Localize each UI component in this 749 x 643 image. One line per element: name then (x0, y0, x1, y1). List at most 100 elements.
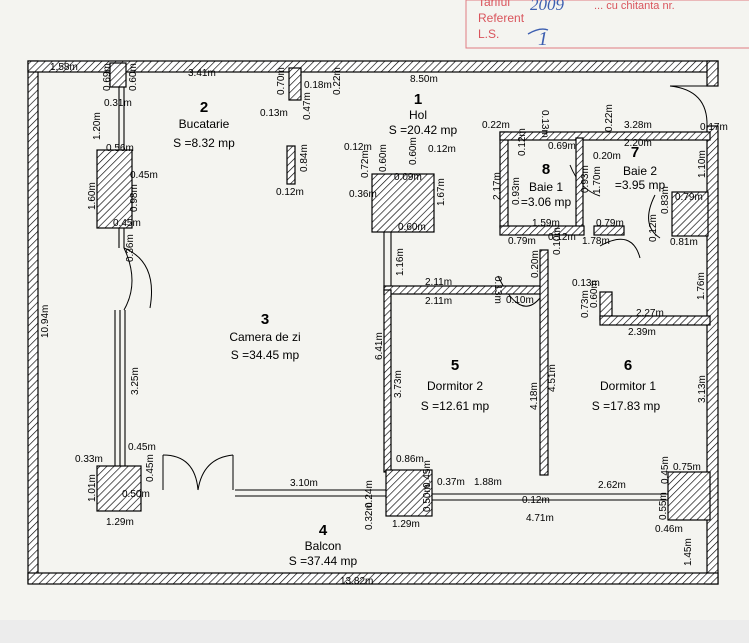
dim-b-1-59: 1.59m (532, 218, 560, 229)
dim-l-4-51: 4.51m (547, 364, 558, 392)
dim-k-0-70: 0.70m (276, 67, 287, 95)
bathrooms-block (499, 131, 711, 326)
dim-lo-13-82: 13.82m (340, 576, 373, 587)
dim-b-1-70: 1.70m (592, 166, 603, 194)
dim-c-0-60: 0.60m (408, 137, 419, 165)
room-5-area: S =12.61 mp (421, 399, 490, 413)
dim-b-2-17: 2.17m (492, 172, 503, 200)
dim-lo-1-29b: 1.29m (392, 519, 420, 530)
bath-top-wall (499, 131, 711, 141)
hall-column (371, 173, 435, 233)
dim-b-0-93b: 0.93m (580, 165, 591, 193)
dim-lo-1-45: 1.45m (683, 538, 694, 566)
official-stamp: Tariful ... cu chitanta nr. Referent L.S… (465, 0, 749, 50)
dim-m-2-39: 2.39m (628, 327, 656, 338)
dim-lo-0-50: 0.50m (122, 489, 150, 500)
dim-lo-0-37: 0.37m (437, 477, 465, 488)
room-3-name: Camera de zi (229, 330, 300, 344)
dim-k-0-47: 0.47m (302, 92, 313, 120)
room-4-area: S =37.44 mp (289, 554, 358, 568)
dim-k-0-98: 0.98m (129, 184, 140, 212)
dim-h-0-12: 0.12m (276, 187, 304, 198)
dim-m-0-13: 0.13m (492, 276, 503, 304)
dim-lo-0-46: 0.46m (655, 524, 683, 535)
dim-m-0-10: 0.10m (506, 295, 534, 306)
dim-c-0-09: 0.09m (394, 172, 422, 183)
stamp-line-ls: L.S. (478, 27, 499, 41)
dim-k-0-60: 0.60m (128, 63, 139, 91)
bath1-bottom (499, 225, 585, 236)
room-3-number: 3 (261, 311, 269, 328)
dim-k-0-69: 0.69m (102, 63, 113, 91)
balcony-rail (235, 469, 711, 521)
dim-lo-0-32: 0.32m (364, 502, 375, 530)
dim-top-3-41: 3.41m (188, 68, 216, 79)
room-2-number: 2 (200, 99, 208, 116)
dim-lo-0-12: 0.12m (522, 495, 550, 506)
dim-k-0-45b: 0.45m (113, 218, 141, 229)
wall-right-top (706, 60, 719, 87)
dim-lo-1-01: 1.01m (87, 474, 98, 502)
dim-m-0-73: 0.73m (580, 290, 591, 318)
wall-bedroom1-top (599, 315, 711, 326)
dim-h-0-84: 0.84m (299, 144, 310, 172)
room-8-number: 8 (542, 161, 550, 178)
dim-b-0-20: 0.20m (593, 151, 621, 162)
dim-lo-0-55: 0.55m (658, 492, 669, 520)
dim-b-0-81: 0.81m (670, 237, 698, 248)
wall-bedroom2-left (383, 289, 392, 473)
dim-b-0-69: 0.69m (548, 141, 576, 152)
room-8-name: Baie 1 (529, 180, 563, 194)
outer-walls (27, 60, 719, 585)
dim-l-10-94: 10.94m (40, 305, 51, 338)
dim-k-1-60: 1.60m (87, 182, 98, 210)
dim-l-3-25: 3.25m (130, 367, 141, 395)
scan-shadow (0, 620, 749, 643)
balcony-column-right (667, 471, 711, 521)
hall-core (371, 173, 549, 476)
dim-b-2-20: 2.20m (624, 138, 652, 149)
dim-m-2-11a: 2.11m (425, 277, 452, 288)
handwritten-stroke (527, 28, 549, 35)
room-7-name: Baie 2 (623, 164, 657, 178)
room-1-name: Hol (409, 108, 427, 122)
dim-l-3-73: 3.73m (393, 370, 404, 398)
dim-k-0-31: 0.31m (104, 98, 132, 109)
dim-c-1-16: 1.16m (395, 248, 406, 276)
dim-l-6-41: 6.41m (374, 332, 385, 360)
bath2-bottom (593, 225, 625, 236)
dim-k-0-56: 0.56m (106, 143, 134, 154)
wall-bedroom2-top (383, 285, 545, 295)
dim-k-0-45: 0.45m (130, 170, 158, 181)
dim-b-0-79: 0.79m (675, 192, 703, 203)
dim-b-1-10: 1.10m (697, 150, 708, 178)
room-labels: 1 Hol S =20.42 mp 2 Bucatarie S =8.32 mp… (173, 91, 665, 568)
room-1-area: S =20.42 mp (389, 123, 458, 137)
kitchen-pillar-top (109, 62, 127, 88)
dim-b-0-12c: 0.12m (548, 232, 576, 243)
room-4-number: 4 (319, 522, 328, 539)
dim-m-0-13b: 0.13m (572, 278, 600, 289)
dim-k-0-18: 0.18m (304, 80, 332, 91)
dim-lo-2-62: 2.62m (598, 480, 626, 491)
stamp-border (465, 0, 749, 49)
stub-top-mid (288, 67, 302, 101)
dim-lo-0-24: 0.24m (364, 480, 375, 508)
dim-lo-4-71: 4.71m (526, 513, 554, 524)
dim-m-0-20: 0.20m (530, 250, 541, 278)
room-7-area: =3.95 mp (615, 178, 666, 192)
room-2-name: Bucatarie (179, 117, 230, 131)
room-1-number: 1 (414, 91, 422, 108)
bath2-column (671, 191, 709, 237)
stub-hall-small (286, 145, 296, 185)
stamp-line-chitanta: ... cu chitanta nr. (594, 0, 675, 12)
stamp-line-referent: Referent (478, 11, 525, 25)
dim-m-2-27: 2.27m (636, 308, 664, 319)
dim-lo-0-45c: 0.45m (422, 460, 433, 488)
dim-l-3-13: 3.13m (697, 375, 708, 403)
dim-l-4-18: 4.18m (529, 382, 540, 410)
dim-m-0-60: 0.60m (589, 280, 600, 308)
handwritten-amount: 2009 (530, 0, 565, 14)
dim-lo-0-50b: 0.50m (422, 484, 433, 512)
dim-b-0-12b: 0.12m (648, 214, 659, 242)
